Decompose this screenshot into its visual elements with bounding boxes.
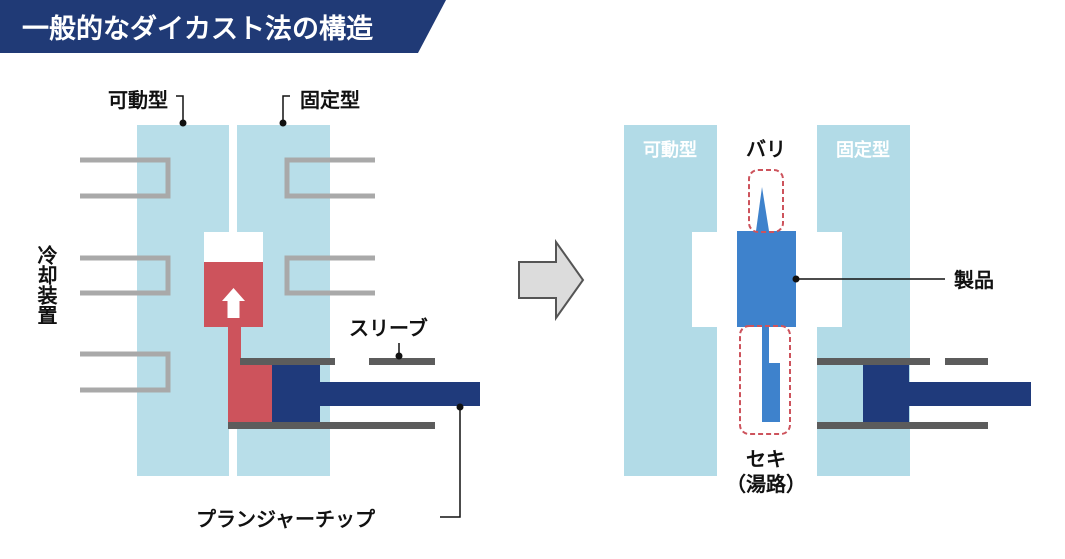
- cavity-opening-left: [692, 232, 717, 327]
- cooling-pipes-front: [137, 157, 330, 393]
- movable-die-right-label: 可動型: [643, 139, 697, 161]
- sleeve-gap: [335, 358, 369, 365]
- sleeve-bottom-wall-right: [817, 422, 988, 429]
- gate-highlight: [739, 325, 791, 435]
- left-diagram: 可動型 固定型 冷却装置 スリーブ プランジャーチップ: [34, 88, 480, 531]
- sleeve-bottom-wall: [228, 422, 435, 429]
- sleeve-top-wall-outer: [369, 358, 435, 365]
- right-arrow-icon: [518, 238, 585, 322]
- left-leader-lines: [176, 95, 461, 518]
- plunger-tip-label: プランジャーチップ: [196, 507, 376, 531]
- fixed-die-label: 固定型: [300, 88, 360, 112]
- plunger-tip-right: [863, 365, 1031, 422]
- sleeve-molten-metal: [228, 364, 272, 422]
- fill-direction-arrow-icon: [222, 288, 245, 318]
- sleeve-top-wall-right: [817, 358, 930, 365]
- plunger-tip: [272, 365, 480, 422]
- movable-die-label: 可動型: [108, 88, 168, 112]
- cavity-empty: [204, 232, 263, 262]
- gate-note-label: （湯路）: [726, 472, 806, 496]
- product-label: 製品: [954, 268, 994, 292]
- gate-runner: [762, 327, 780, 422]
- runner-molten-metal: [228, 327, 241, 367]
- left-leader-dots: [179, 119, 464, 411]
- page-title: 一般的なダイカスト法の構造: [22, 13, 373, 45]
- product-casting: [737, 231, 796, 327]
- burr-highlight: [748, 169, 784, 233]
- title-banner-background: [0, 0, 446, 53]
- burr: [756, 187, 769, 231]
- burr-label: バリ: [746, 137, 786, 161]
- right-diagram: 可動型 固定型 バリ 製品 セキ （湯路）: [624, 125, 1031, 496]
- fixed-die-right-label: 固定型: [836, 139, 890, 161]
- gate-label: セキ: [746, 447, 786, 471]
- title-banner: 一般的なダイカスト法の構造: [0, 0, 446, 53]
- sleeve-top-wall-right-outer: [945, 358, 988, 365]
- cooling-device-label: 冷却装置: [34, 244, 58, 325]
- sleeve-label: スリーブ: [349, 316, 428, 340]
- product-leader-dot: [792, 275, 800, 283]
